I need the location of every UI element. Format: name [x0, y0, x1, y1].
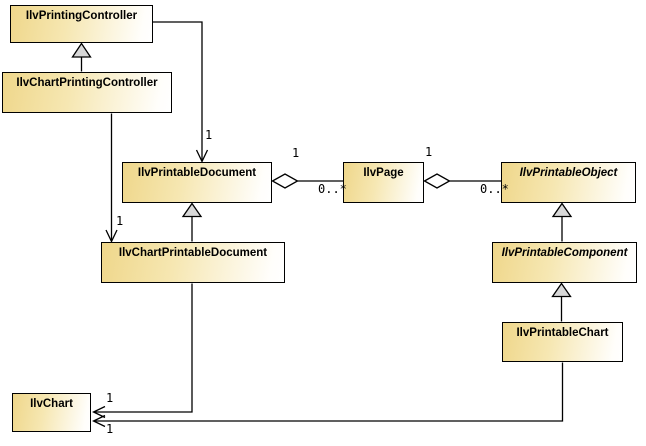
class-box-ilvprintabledocument[interactable]: IlvPrintableDocument	[122, 162, 272, 203]
generalization-triangle-icon	[551, 202, 573, 218]
aggregation-diamond-icon	[271, 173, 299, 189]
multiplicity-label: 1	[292, 146, 300, 160]
class-name: IlvPrintingController	[25, 10, 138, 22]
generalization-triangle-icon	[181, 202, 203, 218]
class-box-ilvchartprintabledocument[interactable]: IlvChartPrintableDocument	[101, 242, 285, 283]
aggregation-diamond-icon	[423, 173, 451, 189]
class-box-ilvchart[interactable]: IlvChart	[12, 393, 91, 432]
multiplicity-label: 1	[425, 145, 433, 159]
association-chartprintingcontroller-chartprintabledocument	[105, 113, 118, 244]
class-name: IlvChart	[30, 398, 73, 410]
class-box-ilvprintableobject[interactable]: IlvPrintableObject	[501, 162, 636, 203]
multiplicity-label: 1	[205, 128, 213, 142]
open-arrowhead-icon	[91, 405, 106, 419]
class-box-ilvchartprintingcontroller[interactable]: IlvChartPrintingController	[2, 72, 172, 113]
multiplicity-label: 1	[106, 391, 114, 405]
multiplicity-label: 1	[106, 422, 114, 436]
association-printablechart-chart	[91, 362, 564, 428]
association-printingcontroller-printabledocument	[153, 21, 209, 164]
multiplicity-label: 1	[116, 214, 124, 228]
multiplicity-label: 0..*	[318, 182, 347, 196]
class-box-ilvprintablechart[interactable]: IlvPrintableChart	[502, 322, 623, 362]
open-arrowhead-icon	[105, 229, 118, 244]
class-box-ilvprintablecomponent[interactable]: IlvPrintableComponent	[492, 242, 637, 283]
class-name: IlvPrintableDocument	[137, 167, 257, 179]
class-box-ilvprintingcontroller[interactable]: IlvPrintingController	[10, 5, 153, 43]
aggregation-page-printableobject	[423, 173, 501, 189]
class-name: IlvPrintableChart	[516, 327, 609, 339]
open-arrowhead-icon	[91, 414, 106, 428]
generalization-triangle-icon	[71, 42, 92, 58]
class-box-ilvpage[interactable]: IlvPage	[343, 162, 424, 203]
class-name: IlvPage	[363, 167, 404, 179]
class-name: IlvChartPrintingController	[16, 77, 158, 89]
multiplicity-label: 0..*	[480, 182, 509, 196]
class-name: IlvChartPrintableDocument	[118, 247, 268, 259]
generalization-chartprintingcontroller-printingcontroller	[71, 42, 92, 72]
generalization-printablecomponent-printableobject	[551, 202, 573, 242]
aggregation-printabledocument-page	[271, 173, 343, 189]
association-chartprintabledocument-chart	[91, 283, 193, 419]
open-arrowhead-icon	[195, 149, 209, 164]
generalization-chartprintabledocument-printabledocument	[181, 202, 203, 242]
generalization-printablechart-printablecomponent	[551, 282, 572, 322]
class-name: IlvPrintableComponent	[501, 247, 628, 259]
generalization-triangle-icon	[551, 282, 572, 298]
class-name: IlvPrintableObject	[519, 167, 618, 179]
